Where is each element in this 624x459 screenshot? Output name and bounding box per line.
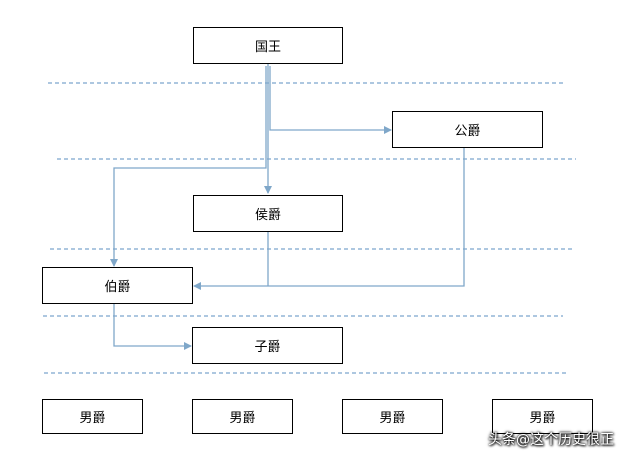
node-marquis-label: 侯爵 [254, 208, 281, 223]
node-viscount: 子爵 [192, 327, 343, 364]
node-duke-label: 公爵 [454, 124, 481, 139]
arrow-duke-to-count [193, 148, 465, 290]
node-baron-3: 男爵 [342, 399, 443, 434]
arrow-king-to-count [110, 66, 267, 267]
node-baron-4-label: 男爵 [529, 411, 556, 426]
watermark: 头条@这个历史很正 [488, 432, 614, 448]
node-duke: 公爵 [392, 111, 543, 148]
node-marquis: 侯爵 [193, 195, 343, 232]
node-baron-2-label: 男爵 [229, 411, 256, 426]
node-count-label: 伯爵 [104, 280, 131, 295]
node-baron-2: 男爵 [192, 399, 293, 434]
node-baron-4: 男爵 [492, 399, 593, 434]
node-king: 国王 [193, 27, 343, 64]
node-baron-1: 男爵 [42, 399, 143, 434]
arrow-king-to-duke [269, 66, 392, 134]
node-baron-1-label: 男爵 [79, 411, 106, 426]
node-baron-3-label: 男爵 [379, 411, 406, 426]
node-king-label: 国王 [254, 40, 281, 55]
arrow-count-to-viscount [113, 304, 192, 350]
node-viscount-label: 子爵 [254, 340, 281, 355]
node-count: 伯爵 [42, 267, 193, 304]
